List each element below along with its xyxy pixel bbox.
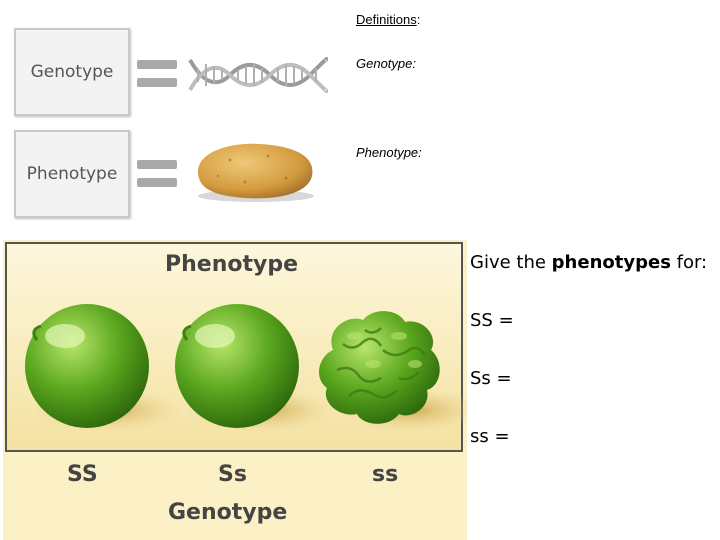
phenotype-label-box: Phenotype bbox=[14, 130, 130, 218]
genotype-label-box: Genotype bbox=[14, 28, 130, 116]
figure-genotype-title: Genotype bbox=[168, 500, 288, 525]
phenotype-definition-label: Phenotype: bbox=[356, 145, 422, 160]
phenotype-question: Give the phenotypes for: bbox=[470, 252, 708, 273]
pea-illustration bbox=[25, 304, 467, 432]
genotype-label-Ss: Ss bbox=[218, 462, 247, 487]
smooth-pea bbox=[25, 304, 149, 428]
smooth-pea bbox=[175, 304, 299, 428]
dna-helix-image bbox=[188, 57, 328, 93]
phenotype-box-text: Phenotype bbox=[26, 164, 118, 184]
definitions-heading: Definitions: bbox=[356, 12, 421, 27]
equals-sign bbox=[137, 160, 177, 196]
equals-sign bbox=[137, 60, 177, 96]
figure-phenotype-title: Phenotype bbox=[165, 252, 299, 277]
question-item-ss: ss = bbox=[470, 426, 510, 447]
potato-image bbox=[197, 143, 314, 202]
genotype-label-SS: SS bbox=[67, 462, 98, 487]
genotype-label-ss: ss bbox=[372, 462, 399, 487]
genotype-definition-label: Genotype: bbox=[356, 56, 416, 71]
question-item-Ss: Ss = bbox=[470, 368, 512, 389]
question-item-SS: SS = bbox=[470, 310, 514, 331]
genotype-box-text: Genotype bbox=[30, 62, 114, 82]
pea-phenotype-figure: Phenotype SS Ss ss Genotype bbox=[3, 240, 467, 540]
